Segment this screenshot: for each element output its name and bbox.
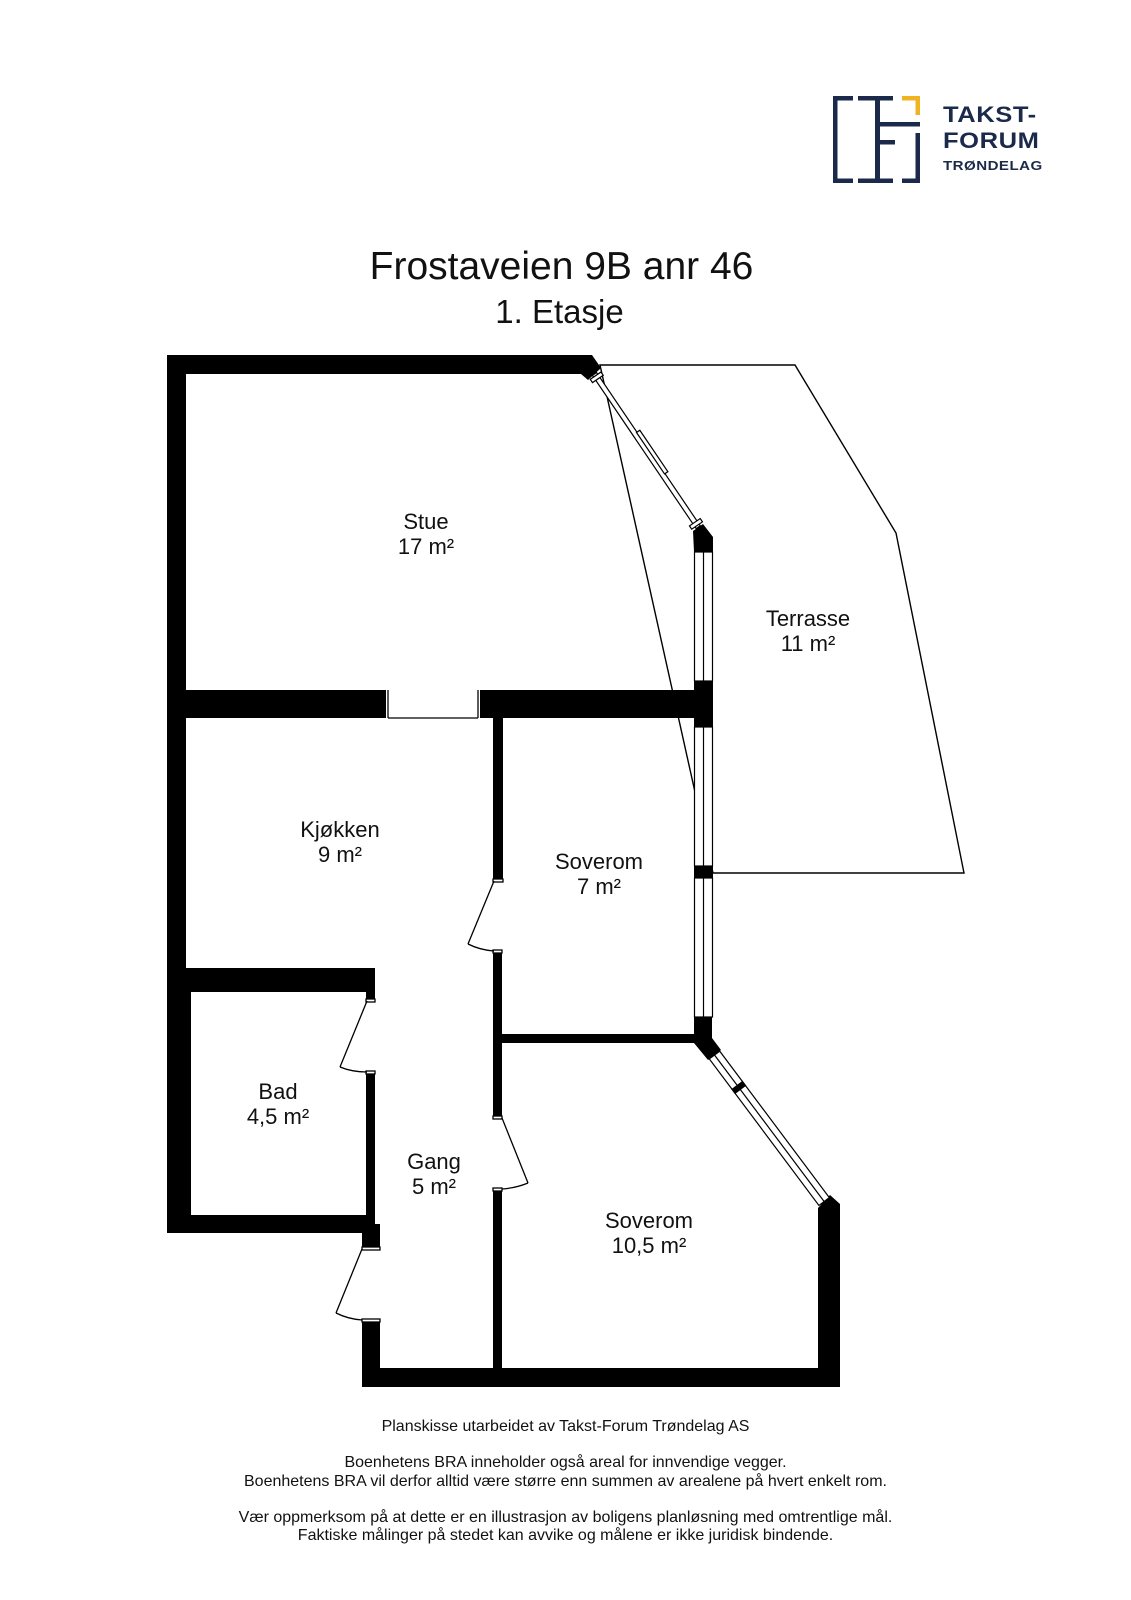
room-area: 10,5 m² [611,1233,687,1258]
room-label-kjokken: Kjøkken 9 m² [260,817,420,867]
footer-bra-note-1: Boenhetens BRA inneholder også areal for… [344,1454,787,1471]
logo-text-takst: TAKST- [943,102,1037,127]
window-soverom-east-1 [693,726,714,867]
page-title: Frostaveien 9B anr 46 [369,245,754,288]
room-label-stue: Stue 17 m² [346,509,506,559]
room-label-soverom-large: Soverom 10,5 m² [569,1208,729,1258]
room-area: 5 m² [412,1174,456,1199]
room-area: 17 m² [397,534,455,559]
footer-disclaimer-1: Vær oppmerksom på at dette er en illustr… [238,1509,893,1526]
room-name: Gang [407,1149,461,1174]
room-name: Kjøkken [300,817,380,842]
footer-credit: Planskisse utarbeidet av Takst-Forum Trø… [381,1418,750,1435]
door-soverom-large [492,1115,529,1192]
door-soverom-small [467,878,504,954]
room-area: 7 m² [577,874,621,899]
window-soverom-diagonal [708,1050,831,1207]
walls [167,355,840,1387]
logo-mark-icon [833,96,920,183]
windows [589,371,831,1207]
door-bad [339,998,376,1075]
room-name: Bad [258,1079,298,1104]
room-area: 4,5 m² [246,1104,310,1129]
window-soverom-east-2 [693,877,714,1018]
room-label-soverom-small: Soverom 7 m² [519,849,679,899]
room-label-terrasse: Terrasse 11 m² [728,606,888,656]
doors [335,690,529,1323]
window-stue-east [693,551,714,682]
room-name: Terrasse [765,606,851,631]
room-label-bad: Bad 4,5 m² [198,1079,358,1129]
room-area: 11 m² [780,631,836,656]
sliding-door-terrasse [589,371,704,531]
room-name: Soverom [604,1208,694,1233]
footer-disclaimer-2: Faktiske målinger på stedet kan avvike o… [297,1527,834,1544]
logo-text-forum: FORUM [943,128,1040,153]
room-name: Stue [403,509,449,534]
footer-bra-note-2: Boenhetens BRA vil derfor alltid være st… [244,1473,887,1490]
opening-stue-kjokken [387,690,479,719]
room-label-gang: Gang 5 m² [354,1149,514,1199]
logo-text-trondelag: TRØNDELAG [943,158,1043,173]
room-area: 9 m² [318,842,362,867]
room-name: Soverom [554,849,644,874]
floor-label: 1. Etasje [495,293,624,330]
door-entrance [335,1246,381,1323]
